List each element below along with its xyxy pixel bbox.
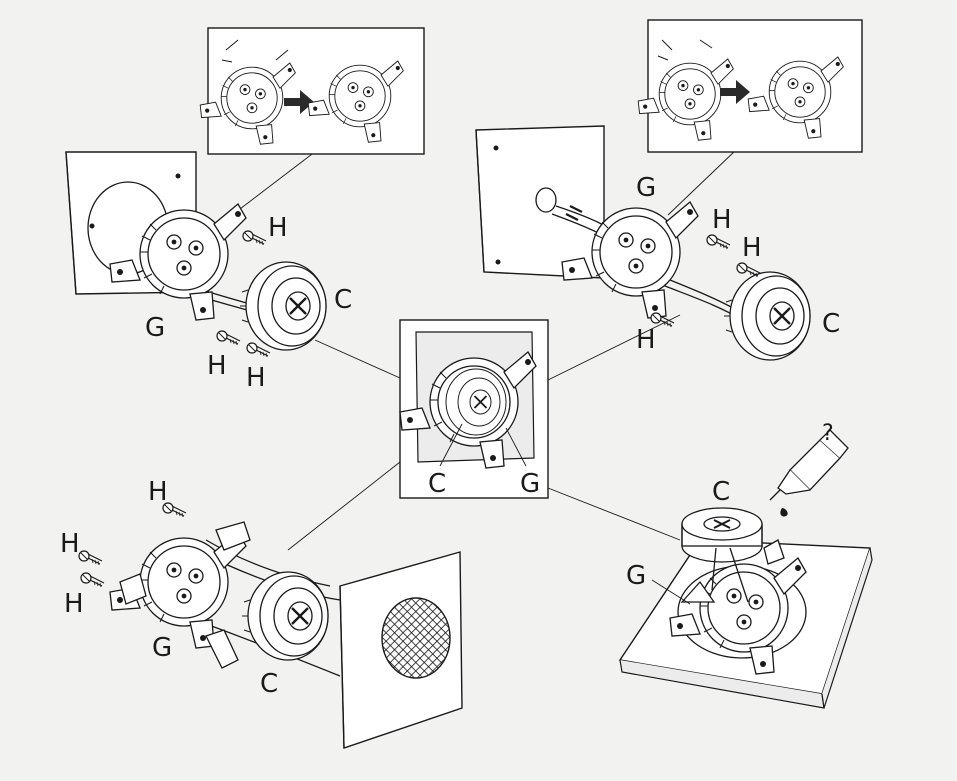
wall-hole — [535, 187, 557, 213]
label-g: G — [626, 561, 646, 591]
round-cover — [238, 260, 328, 352]
label-c: C — [712, 477, 730, 507]
arrow-right-icon — [284, 90, 314, 114]
step4-assembly: C G ? — [618, 421, 873, 709]
label-h: H — [148, 477, 168, 507]
label-g: G — [520, 469, 540, 499]
connector-lines — [235, 147, 737, 551]
screw-icon — [80, 572, 105, 588]
label-h: H — [60, 529, 80, 559]
center-detail: C G — [399, 319, 549, 499]
label-g: G — [152, 633, 172, 663]
arrow-right-icon — [720, 80, 750, 104]
step1-assembly: G H H H C — [65, 27, 425, 393]
glue-tube-icon — [769, 429, 849, 517]
label-h: H — [246, 363, 266, 393]
label-g: G — [145, 313, 165, 343]
label-g: G — [636, 173, 656, 203]
label-h: H — [636, 325, 656, 355]
question-mark: ? — [822, 421, 834, 446]
label-c: C — [334, 285, 352, 315]
screw-icon — [706, 234, 731, 250]
label-h: H — [207, 351, 227, 381]
screw-icon — [242, 230, 267, 246]
label-c: C — [428, 469, 446, 499]
step2-assembly: G H H H C — [475, 19, 863, 362]
screw-icon — [78, 550, 103, 566]
round-cover — [240, 570, 330, 662]
round-cover — [722, 270, 812, 362]
mesh-grille — [381, 597, 451, 679]
screw-icon — [736, 262, 761, 278]
label-h: H — [742, 233, 762, 263]
label-h: H — [712, 205, 732, 235]
screw-icon — [216, 330, 241, 346]
label-h: H — [64, 589, 84, 619]
label-h: H — [268, 213, 288, 243]
step3-assembly: H H H G C — [60, 477, 463, 749]
label-c: C — [822, 309, 840, 339]
label-c: C — [260, 669, 278, 699]
